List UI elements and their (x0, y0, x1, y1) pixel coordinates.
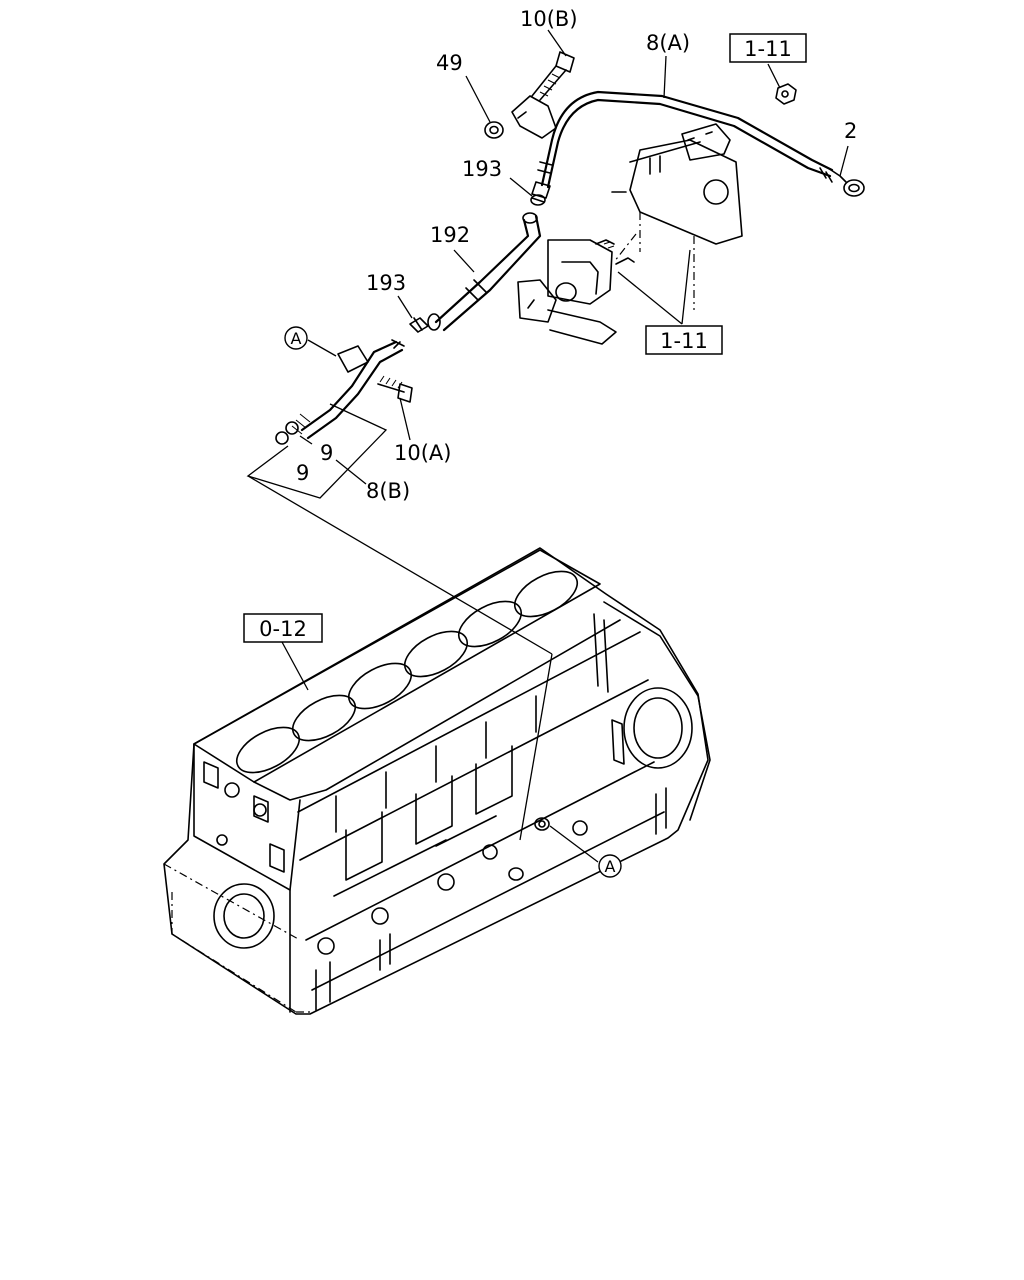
leader-lines (246, 29, 849, 863)
label-2: 2 (844, 119, 857, 143)
bracket-assembly (517, 239, 635, 345)
label-49: 49 (436, 51, 463, 75)
clip-193-upper (530, 194, 546, 206)
washer-49 (484, 121, 504, 139)
label-10a: 10(A) (394, 441, 451, 465)
reference-box-engine-block[interactable]: 0-12 (243, 613, 323, 643)
label-10b: 10(B) (520, 7, 578, 31)
nut-top (775, 83, 797, 105)
reference-box-top-right[interactable]: 1-11 (729, 33, 807, 63)
oil-filler-housing (611, 123, 743, 310)
reference-box-bracket[interactable]: 1-11 (645, 325, 723, 355)
connection-mark-a-upper-text: A (291, 329, 302, 348)
bolt-10b (531, 51, 575, 101)
clip-193-lower (409, 317, 429, 333)
o-rings-9 (275, 421, 299, 445)
engine-block (163, 547, 711, 1015)
guide-tube-8a (511, 90, 834, 199)
bolt-10a (377, 375, 413, 403)
label-8a: 8(A) (646, 31, 690, 55)
connection-mark-a-lower: A (598, 854, 622, 878)
reference-text-1-11-bracket: 1-11 (660, 329, 708, 353)
reference-text-1-11-top: 1-11 (744, 37, 792, 61)
label-9-upper: 9 (320, 441, 333, 465)
reference-text-0-12: 0-12 (259, 617, 307, 641)
label-9-lower: 9 (296, 461, 309, 485)
connection-mark-a-lower-text: A (605, 857, 616, 876)
connection-mark-a-upper: A (284, 326, 308, 350)
dipstick-2 (819, 167, 865, 197)
label-192: 192 (430, 223, 470, 247)
label-193-upper: 193 (462, 157, 502, 181)
label-193-lower: 193 (366, 271, 406, 295)
hose-192 (427, 212, 542, 332)
callout-labels: 10(B) 49 8(A) 2 193 192 193 10(A) 9 9 8(… (296, 7, 857, 503)
label-8b: 8(B) (366, 479, 410, 503)
guide-tube-8b (291, 339, 405, 440)
